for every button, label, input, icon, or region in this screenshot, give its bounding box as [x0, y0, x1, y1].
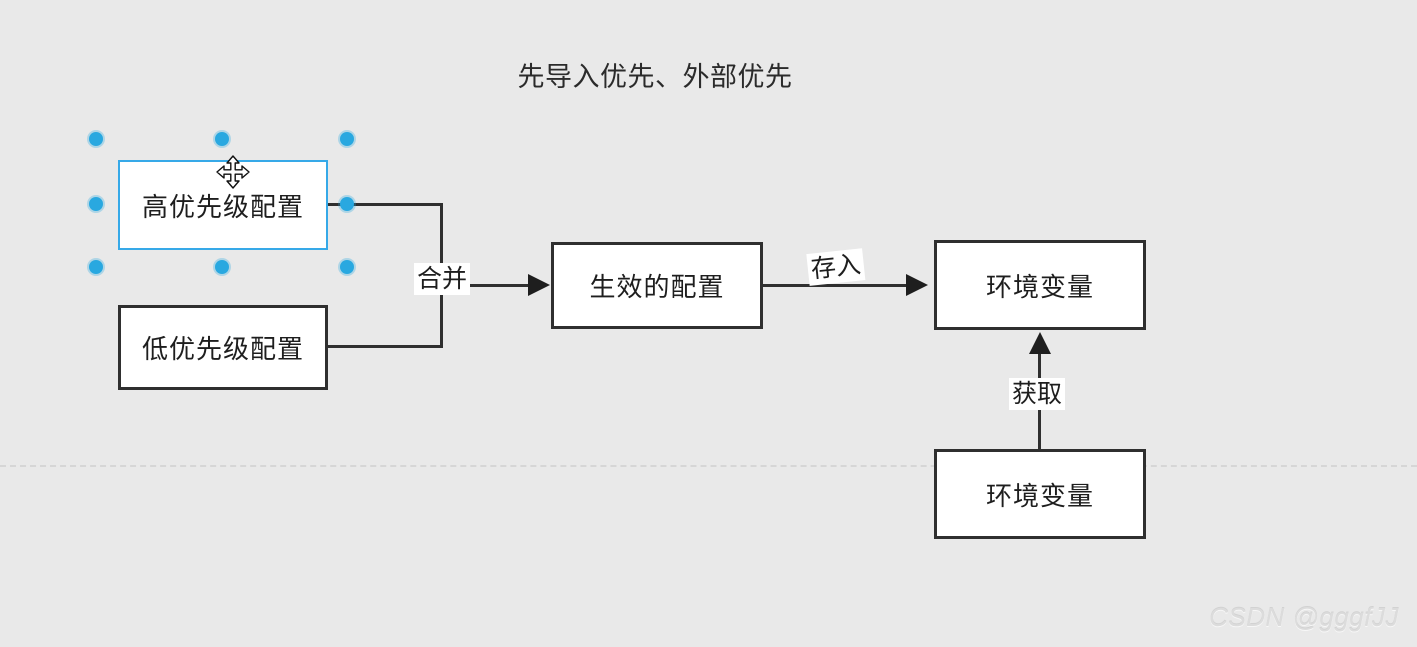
- node-env-var-source[interactable]: 环境变量: [934, 449, 1146, 539]
- arrow-head-merge-icon: [528, 274, 550, 296]
- arrow-head-store-icon: [906, 274, 928, 296]
- arrow-head-fetch-icon: [1029, 332, 1051, 354]
- edge-label-store: 存入: [806, 248, 866, 286]
- node-effective-config[interactable]: 生效的配置: [551, 242, 763, 329]
- node-label: 高优先级配置: [141, 191, 304, 222]
- edge-label-merge: 合并: [414, 263, 471, 295]
- selection-handle-bottom-right[interactable]: [340, 260, 354, 274]
- selection-handle-top-center[interactable]: [215, 132, 229, 146]
- connector-effective-to-env: [763, 284, 913, 287]
- edge-label-fetch: 获取: [1009, 378, 1066, 410]
- node-env-var-target[interactable]: 环境变量: [934, 240, 1146, 330]
- node-label: 环境变量: [985, 480, 1094, 511]
- selection-handle-bottom-center[interactable]: [215, 260, 229, 274]
- watermark: CSDN @gggfJJ: [1209, 602, 1399, 632]
- selection-handle-top-right[interactable]: [340, 132, 354, 146]
- move-cursor-icon: [216, 155, 250, 189]
- selection-handle-middle-left[interactable]: [89, 197, 103, 211]
- connector-high-priority-horizontal: [328, 203, 443, 206]
- connector-merge-to-effective: [440, 284, 540, 287]
- selection-handle-middle-right[interactable]: [340, 197, 354, 211]
- node-label: 环境变量: [985, 271, 1094, 302]
- horizontal-guide-line: [0, 465, 1417, 467]
- node-low-priority-config[interactable]: 低优先级配置: [118, 305, 328, 390]
- page-title: 先导入优先、外部优先: [517, 62, 793, 92]
- connector-low-priority-horizontal: [328, 345, 443, 348]
- selection-handle-bottom-left[interactable]: [89, 260, 103, 274]
- selection-handle-top-left[interactable]: [89, 132, 103, 146]
- node-label: 生效的配置: [589, 272, 725, 302]
- node-label: 低优先级配置: [141, 334, 304, 364]
